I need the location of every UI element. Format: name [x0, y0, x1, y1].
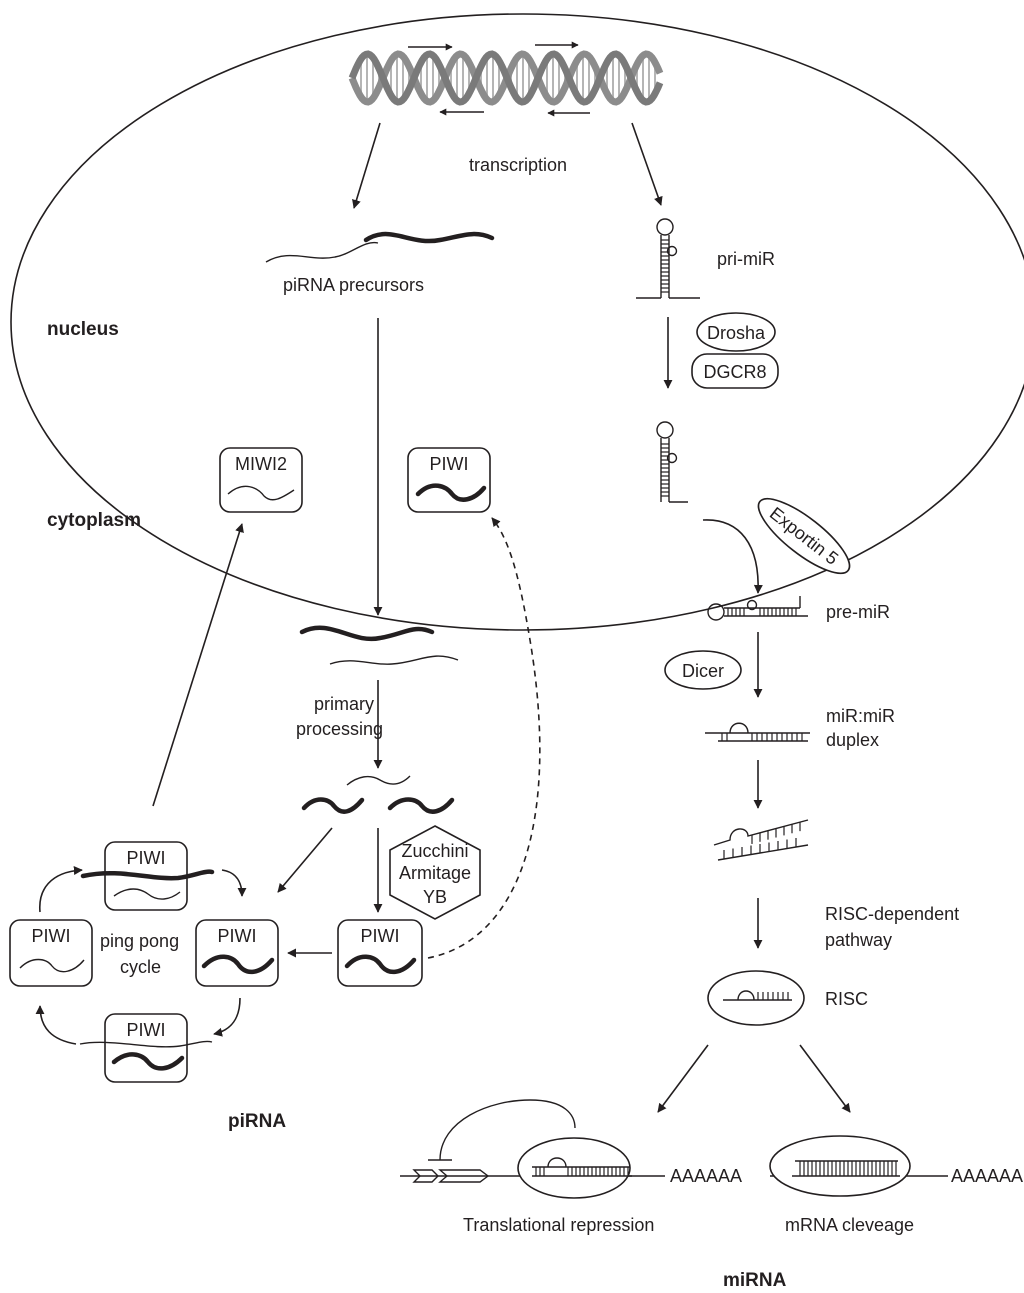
ping-pong-bottom-label: PIWI [127, 1020, 166, 1040]
ping-pong-bottom-piwi: PIWI [79, 1013, 213, 1083]
piwi-primary-label: PIWI [361, 926, 400, 946]
fragment-to-pingpong-arrow [277, 827, 333, 893]
armitage-label: Armitage [399, 863, 471, 883]
nuclear-import-dashed-arrow [427, 517, 541, 959]
ping-pong-label-line1: ping pong [100, 931, 179, 951]
zucchini-armitage-yb-complex: Zucchini Armitage YB [389, 825, 481, 920]
primary-processing-line2: processing [296, 719, 383, 739]
cytoplasm-label: cytoplasm [47, 510, 141, 531]
dicer-label: Dicer [682, 661, 724, 681]
pri-mir-label: pri-miR [717, 249, 775, 269]
piwi-nuclear-complex: PIWI [407, 447, 491, 513]
zucchini-label: Zucchini [401, 841, 468, 861]
ping-pong-left-piwi: PIWI [9, 919, 93, 987]
repression-arrow [657, 1044, 709, 1113]
ping-pong-left-label: PIWI [32, 926, 71, 946]
translational-repression-mrna [400, 1099, 665, 1199]
processed-pirna-fragments [301, 775, 455, 814]
dgcr8-label: DGCR8 [703, 362, 766, 382]
cycle-arrow-bottom-left [35, 1005, 77, 1045]
cycle-arrow-right-bottom [213, 997, 241, 1037]
primary-processing-line1: primary [314, 694, 374, 714]
cytoplasmic-precursor-strands [299, 625, 459, 665]
ping-pong-right-piwi: PIWI [195, 919, 279, 987]
nucleus-membrane [10, 13, 1024, 631]
pre-mir-label: pre-miR [826, 602, 890, 622]
unwinding-duplex [713, 819, 809, 861]
cytoplasmic-pre-mir [707, 596, 808, 621]
risc-dependent-label-line2: pathway [825, 930, 892, 950]
drosha-label: Drosha [707, 323, 766, 343]
pingpong-to-miwi2-arrow [152, 523, 244, 807]
mirna-label: miRNA [723, 1270, 787, 1291]
nuclear-pre-mir-hairpin [656, 421, 688, 503]
transcription-arrow-right [631, 122, 663, 206]
poly-a-tail-cleavage: AAAAAA [951, 1166, 1023, 1186]
dicer-protein [664, 650, 742, 690]
transcription-arrow-left [352, 122, 381, 209]
pirna-precursors-label: piRNA precursors [283, 275, 424, 295]
mrna-cleavage-mrna [769, 1135, 948, 1197]
export-arrow [702, 519, 763, 594]
duplex-label-line1: miR:miR [826, 706, 895, 726]
duplex-label-line2: duplex [826, 730, 879, 750]
ping-pong-right-label: PIWI [218, 926, 257, 946]
pirna-label: piRNA [228, 1111, 286, 1132]
miwi2-label: MIWI2 [235, 454, 287, 474]
pirna-precursor-strands [265, 231, 495, 263]
nucleus-label: nucleus [47, 319, 119, 340]
ping-pong-label-line2: cycle [120, 957, 161, 977]
ping-pong-top-label: PIWI [127, 848, 166, 868]
drosha-protein [696, 312, 776, 352]
risc-dependent-label-line1: RISC-dependent [825, 904, 959, 924]
ping-pong-top-piwi: PIWI [80, 841, 215, 911]
risc-complex [707, 970, 805, 1026]
cycle-arrow-top-right [221, 869, 247, 897]
poly-a-tail-repression: AAAAAA [670, 1166, 742, 1186]
pri-mir-hairpin [636, 218, 700, 299]
mrna-cleavage-label: mRNA cleveage [785, 1215, 914, 1235]
cycle-arrow-left-top [39, 866, 83, 913]
dgcr8-protein [691, 353, 779, 389]
transcription-label: transcription [469, 155, 567, 175]
translational-repression-label: Translational repression [463, 1215, 654, 1235]
risc-label: RISC [825, 989, 868, 1009]
exportin-5-protein: Exportin 5 [757, 497, 851, 575]
cleavage-arrow [799, 1044, 851, 1113]
mir-duplex [705, 722, 810, 742]
piwi-nuclear-label: PIWI [430, 454, 469, 474]
dna-helix [348, 41, 664, 117]
piwi-primary-complex: PIWI [337, 919, 423, 987]
miwi2-complex: MIWI2 [219, 447, 303, 513]
yb-label: YB [423, 887, 447, 907]
